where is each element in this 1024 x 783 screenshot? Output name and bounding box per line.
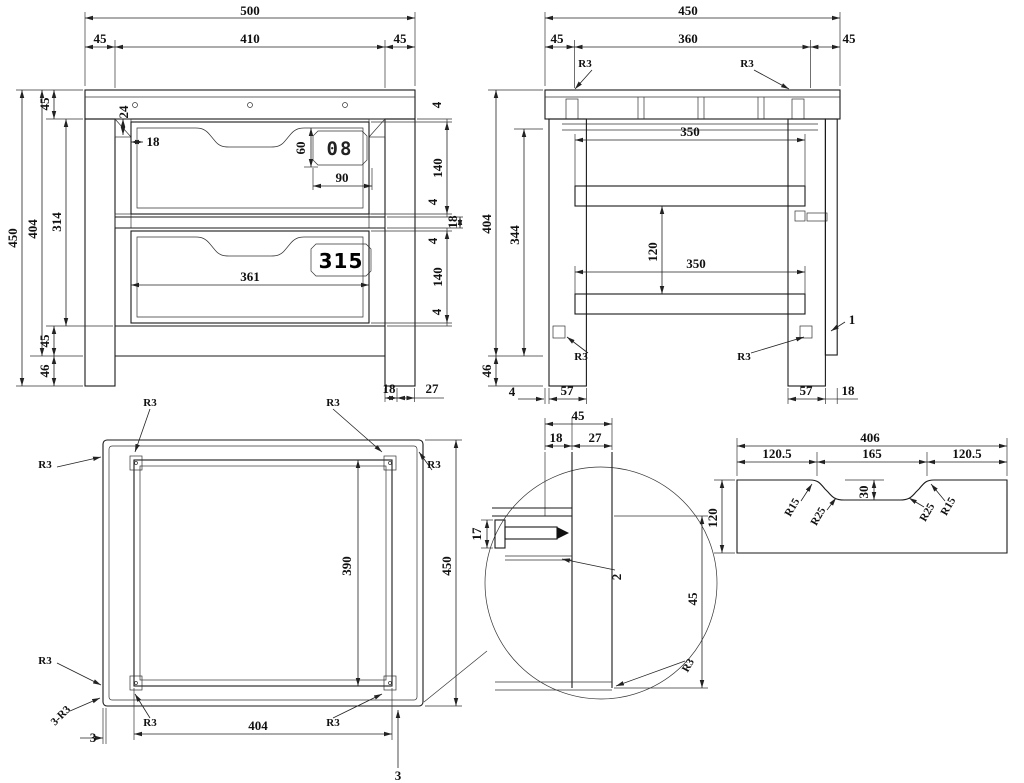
radius-label-r3: R3: [574, 351, 588, 363]
radius-label-r3: R3: [38, 655, 52, 667]
dim-side-344: 344: [507, 225, 522, 245]
screw-hole-icon: [132, 102, 138, 108]
dim-front-gap4-c: 4: [425, 237, 440, 244]
dim-side-450: 450: [678, 3, 698, 18]
dim-profile-120-5-right: 120.5: [952, 446, 982, 461]
radius-label-r3: R3: [326, 717, 340, 729]
radius-label-r3: R3: [427, 459, 441, 471]
pin-tip-icon: [557, 527, 569, 539]
dim-front-404: 404: [25, 219, 40, 239]
dim-front-450: 450: [5, 228, 20, 248]
dim-front-500: 500: [240, 3, 260, 18]
radius-label-r3: R3: [143, 717, 157, 729]
dim-front-24: 24: [116, 105, 131, 119]
dim-top-450: 450: [439, 556, 454, 576]
radius-label-r25: R25: [917, 501, 937, 524]
radius-label-r15: R15: [782, 496, 802, 519]
dim-front-60: 60: [293, 142, 308, 155]
dim-front-18-mid: 18: [445, 215, 460, 229]
dim-side-120: 120: [645, 242, 660, 262]
screw-hole-icon: [247, 102, 253, 108]
dim-side-350-bottom: 350: [686, 256, 706, 271]
dim-side-1: 1: [849, 312, 856, 327]
dim-side-46: 46: [479, 364, 494, 378]
dim-top-3-r3: 3-R3: [49, 703, 74, 728]
badge-top-label: 08: [327, 138, 354, 160]
dim-side-404: 404: [479, 214, 494, 234]
dim-front-46: 46: [37, 364, 52, 378]
dim-detail-17: 17: [469, 527, 484, 541]
dim-top-404: 404: [248, 718, 268, 733]
radius-label-r3: R3: [578, 58, 592, 70]
dim-detail-45-right: 45: [685, 592, 700, 606]
radius-label-r3: R3: [143, 397, 157, 409]
dim-front-410: 410: [240, 31, 260, 46]
dim-side-57-left: 57: [561, 383, 575, 398]
dim-front-314: 314: [49, 212, 64, 232]
dim-side-57-right: 57: [800, 383, 814, 398]
dim-front-140-bottom: 140: [430, 267, 445, 287]
dim-profile-30: 30: [856, 486, 871, 499]
badge-bottom-label: 315: [319, 249, 364, 273]
dim-profile-120-5-left: 120.5: [762, 446, 792, 461]
dim-detail-45-top: 45: [572, 408, 586, 423]
dim-front-90: 90: [336, 170, 349, 185]
radius-label-r3: R3: [326, 397, 340, 409]
dim-front-45-right: 45: [394, 31, 408, 46]
radius-label-r3: R3: [740, 58, 754, 70]
badge-outline: [310, 243, 372, 277]
dim-top-3-right: 3: [395, 768, 402, 783]
dim-detail-27: 27: [589, 430, 603, 445]
dim-front-gap4-d: 4: [429, 308, 444, 315]
dim-front-27-leg: 27: [426, 381, 440, 396]
dim-side-18: 18: [842, 383, 856, 398]
dim-front-18-leg: 18: [383, 381, 397, 396]
radius-label-r3: R3: [38, 459, 52, 471]
profile-detail: 406 120.5 165 120.5 30 120 R15 R25 R25 R…: [705, 430, 1008, 554]
dim-front-gap4-a: 4: [429, 101, 444, 108]
dim-side-45-right: 45: [843, 31, 857, 46]
dim-side-350-top: 350: [680, 124, 700, 139]
front-view: 08 315: [5, 3, 463, 402]
dim-front-361: 361: [240, 269, 260, 284]
radius-label-r25: R25: [808, 505, 828, 528]
dim-profile-165: 165: [862, 446, 882, 461]
dim-profile-406: 406: [860, 430, 880, 445]
dim-side-45-left: 45: [551, 31, 565, 46]
detail-view: 45 18 27 17 2 45 R3: [469, 408, 718, 700]
dim-detail-18: 18: [550, 430, 564, 445]
screw-hole-icon: [342, 102, 348, 108]
dim-top-3-left: 3: [90, 730, 97, 745]
dim-front-gap4-b: 4: [425, 198, 440, 205]
dim-side-4: 4: [509, 384, 516, 399]
side-view: 450 45 360 45 R3 R3 404 344 46 350 350 1…: [479, 3, 858, 404]
dim-side-360: 360: [678, 31, 698, 46]
dim-top-390: 390: [339, 556, 354, 576]
dim-detail-2: 2: [609, 574, 624, 581]
dim-front-45-bottom: 45: [37, 334, 52, 348]
detail-circle: [484, 466, 718, 700]
dim-front-45-top: 45: [37, 97, 52, 111]
dim-profile-120: 120: [705, 508, 720, 528]
radius-label-r3: R3: [680, 656, 697, 674]
dim-front-45-left: 45: [94, 31, 108, 46]
top-view: R3 R3 R3 R3 R3 R3 R3 390 450 404 3 3 3-R…: [38, 397, 488, 783]
dim-front-140-top: 140: [430, 158, 445, 178]
radius-label-r3: R3: [737, 351, 751, 363]
dim-front-18-inner: 18: [147, 134, 161, 149]
radius-label-r15: R15: [938, 495, 958, 518]
